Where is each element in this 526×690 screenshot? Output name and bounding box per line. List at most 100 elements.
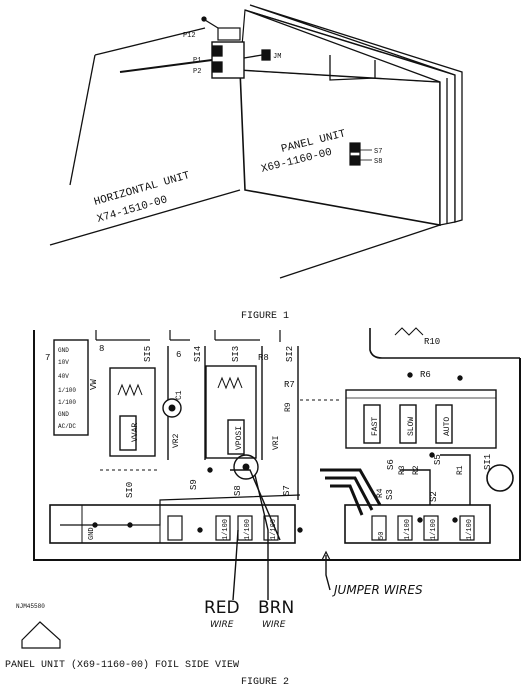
label-si5: SI5 bbox=[143, 346, 153, 362]
front-frame-outer bbox=[249, 4, 463, 223]
figure-2-caption: FIGURE 2 bbox=[241, 677, 289, 688]
label-p12: P12 bbox=[183, 32, 196, 40]
trace bbox=[440, 454, 471, 505]
figure-2-board bbox=[21, 327, 521, 649]
label-s7: S7 bbox=[282, 485, 292, 496]
jumper-trace bbox=[330, 484, 364, 516]
auto-switch bbox=[435, 404, 453, 444]
label-s8: S8 bbox=[233, 485, 243, 496]
terminal-box bbox=[459, 515, 475, 541]
brn-label: BRN bbox=[258, 598, 294, 618]
label-r9: R9 bbox=[284, 402, 293, 412]
label-j50: 50 bbox=[378, 532, 386, 540]
trace bbox=[60, 494, 301, 526]
label-vw: VW bbox=[89, 379, 99, 390]
label-si0: SI0 bbox=[125, 482, 135, 498]
solder-dot bbox=[429, 452, 435, 458]
board-outline bbox=[33, 330, 521, 561]
terminal-box bbox=[263, 515, 279, 541]
label-si3: SI3 bbox=[231, 346, 241, 362]
label-s5: S5 bbox=[433, 454, 443, 465]
drawing-code: NJM45580 bbox=[16, 603, 45, 610]
label-s3: S3 bbox=[385, 489, 395, 500]
label-r4: R4 bbox=[376, 488, 385, 498]
label-j2: 1/100 bbox=[430, 519, 438, 540]
label-c1: C1 bbox=[175, 390, 184, 400]
solder-dot bbox=[407, 372, 413, 378]
label-r1: R1 bbox=[456, 465, 465, 475]
label-vposi: VPOSI bbox=[235, 426, 244, 450]
label-gnd: GND bbox=[88, 527, 96, 540]
switch-block bbox=[349, 142, 361, 166]
label-terminal-2: 1/100 bbox=[244, 519, 252, 540]
vpos-knob bbox=[227, 419, 245, 455]
jumper-trace bbox=[320, 468, 382, 506]
cable bbox=[119, 59, 213, 73]
side-label-1: GND bbox=[58, 347, 69, 354]
brn-wire-arrow bbox=[254, 474, 269, 600]
resistor-r10 bbox=[394, 327, 424, 336]
terminal-box bbox=[397, 515, 413, 541]
brn-wire-label: WIRE bbox=[262, 620, 286, 630]
trace bbox=[230, 469, 281, 541]
horizontal-unit-line bbox=[49, 189, 241, 246]
solder-dot bbox=[92, 522, 98, 528]
cabinet-left-line bbox=[69, 54, 96, 186]
solder-dot bbox=[127, 522, 133, 528]
slow-switch bbox=[399, 404, 417, 444]
figure-1 bbox=[49, 4, 463, 279]
label-slow: SLOW bbox=[407, 417, 416, 436]
terminal-box bbox=[167, 515, 183, 541]
label-r3: R3 bbox=[398, 465, 407, 475]
label-si4: SI4 bbox=[193, 346, 203, 362]
label-vr2: VR2 bbox=[172, 433, 181, 448]
fast-switch bbox=[363, 404, 381, 444]
label-vr1: VRI bbox=[272, 436, 281, 450]
label-p1: P1 bbox=[193, 57, 201, 65]
trace bbox=[400, 469, 431, 505]
label-s9: S9 bbox=[189, 479, 199, 490]
solder-dot bbox=[457, 375, 463, 381]
right-terminal-strip bbox=[344, 504, 491, 544]
label-6: 6 bbox=[176, 350, 181, 360]
figure-2-title: PANEL UNIT (X69-1160-00) FOIL SIDE VIEW bbox=[5, 659, 239, 671]
connector-p1 bbox=[212, 45, 223, 57]
side-connector bbox=[53, 339, 89, 436]
label-vvar: VVAR bbox=[131, 423, 140, 442]
solder-dot bbox=[417, 517, 423, 523]
red-wire-arrow bbox=[232, 529, 239, 601]
p12-connector bbox=[217, 27, 241, 41]
label-si2: SI2 bbox=[285, 346, 295, 362]
jumper-wires-label: JUMPER WIRES bbox=[332, 583, 423, 597]
solder-dot bbox=[207, 467, 213, 473]
side-label-6: GND bbox=[58, 411, 69, 418]
vvar-resistor bbox=[117, 383, 143, 397]
board-orientation-icon bbox=[21, 621, 61, 649]
screw bbox=[204, 19, 219, 29]
label-r10: R10 bbox=[424, 337, 440, 347]
connector-p2 bbox=[212, 61, 223, 73]
terminal-box bbox=[215, 515, 231, 541]
label-8: 8 bbox=[99, 344, 104, 354]
screw-head bbox=[201, 16, 207, 22]
board-notch bbox=[369, 328, 520, 359]
label-jm: JM bbox=[273, 53, 281, 61]
capacitor-c1-center bbox=[168, 404, 176, 412]
solder-dot bbox=[452, 517, 458, 523]
round-component bbox=[486, 464, 514, 492]
side-label-3: 40V bbox=[58, 373, 69, 380]
red-label: RED bbox=[204, 598, 240, 618]
label-r8: R8 bbox=[258, 353, 269, 363]
vvar-knob bbox=[119, 415, 137, 451]
label-s7: S7 bbox=[374, 148, 382, 156]
solder-dot bbox=[197, 527, 203, 533]
label-si1: SI1 bbox=[483, 454, 493, 470]
label-r2: R2 bbox=[412, 465, 421, 475]
jumper-arrow bbox=[325, 555, 331, 591]
terminal-box bbox=[237, 515, 253, 541]
label-s6: S6 bbox=[386, 459, 396, 470]
label-r7: R7 bbox=[284, 380, 295, 390]
side-label-4: 1/100 bbox=[58, 387, 76, 394]
label-s2: S2 bbox=[429, 491, 439, 502]
terminal-box bbox=[371, 515, 387, 541]
